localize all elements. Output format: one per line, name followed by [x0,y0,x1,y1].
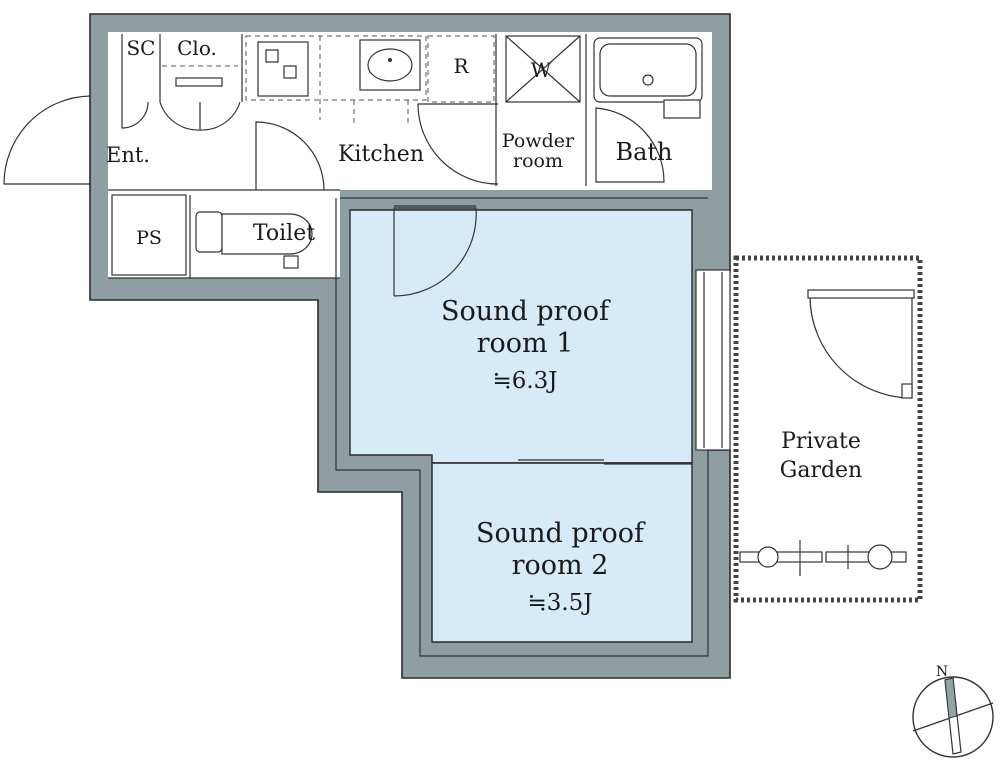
powder-room-door[interactable] [417,103,499,185]
washer-space [505,35,581,103]
room1-label-line2: room 1 [477,328,574,359]
sliding-door-rooms[interactable] [518,459,692,465]
refrigerator-label: R [453,54,469,78]
refrigerator-space [427,35,495,103]
entrance-door[interactable] [3,95,91,185]
compass-north-label: N [936,664,948,680]
kitchen-counter [245,35,427,124]
closet-doors[interactable] [121,65,241,131]
bathtub-icon [593,37,703,119]
room-2-outer-wall-line [335,198,709,657]
sc-label: SC [126,36,155,60]
closet-label: Clo. [177,36,217,60]
powder-room-label-line1: Powder [502,130,575,152]
room2-label-line2: room 2 [512,550,609,581]
kitchen-sink-icon [359,39,421,91]
kitchen-to-room1-door[interactable] [393,205,477,297]
room1-size: ≒6.3J [492,368,557,394]
garden-label-line2: Garden [780,458,862,483]
toilet-label: Toilet [253,221,315,246]
room1-label-line1: Sound proof [441,296,611,327]
bath-door[interactable] [595,107,665,183]
entrance-label: Ent. [106,143,150,167]
compass-icon [912,676,994,758]
bath-label: Bath [615,138,672,166]
east-window [695,269,731,451]
bicycle-icon [739,540,907,576]
room2-label-line1: Sound proof [476,518,646,549]
powder-room-label-line2: room [513,150,563,172]
interior-partitions [108,34,708,642]
room2-size: ≒3.5J [527,590,592,616]
toilet-icon [195,211,313,269]
garden-label-line1: Private [781,429,861,454]
pipe-space-label: PS [136,227,162,249]
toilet-door[interactable] [255,121,325,191]
kitchen-label: Kitchen [338,142,424,167]
private-garden-boundary [733,255,923,603]
garden-gate[interactable] [807,289,915,399]
washer-label: W [531,58,552,82]
